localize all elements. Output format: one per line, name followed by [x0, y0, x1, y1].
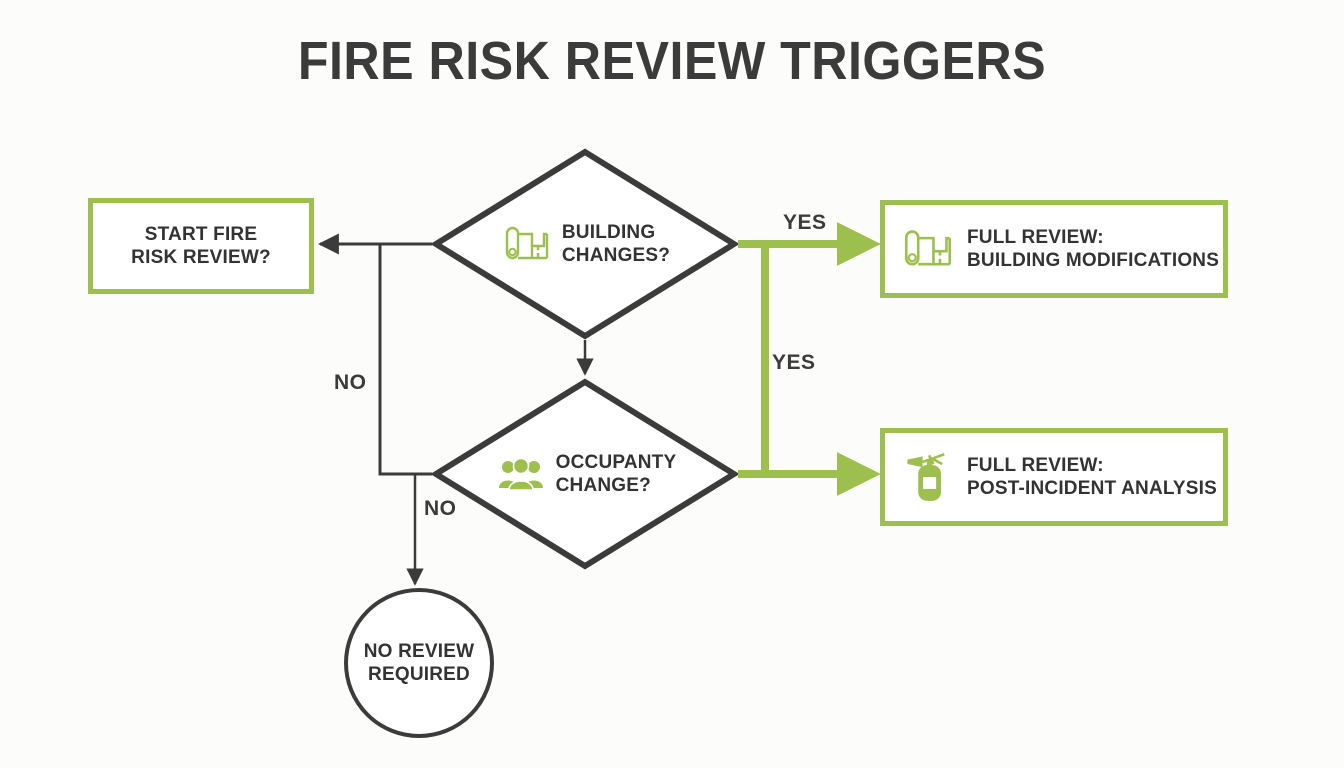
page-title: FIRE RISK REVIEW TRIGGERS — [297, 31, 1047, 91]
outcome-incident-label: FULL REVIEW: POST-INCIDENT ANALYSIS — [967, 454, 1218, 499]
decision-occupancy-label: OCCUPANTY CHANGE? — [555, 451, 677, 496]
decision-building-label: BUILDING CHANGES? — [561, 221, 671, 266]
fire-extinguisher-icon — [899, 451, 957, 503]
node-start-fire-risk-review[interactable]: START FIRE RISK REVIEW? — [88, 198, 314, 294]
edge-label-yes-occupancy: YES — [772, 351, 816, 374]
outcome-building-label: FULL REVIEW: BUILDING MODIFICATIONS — [967, 226, 1220, 271]
people-group-icon — [494, 457, 548, 491]
no-review-label: NO REVIEW REQUIRED — [363, 640, 475, 685]
diamond-shape — [432, 378, 738, 570]
edge-building-no — [378, 244, 432, 476]
edge-label-no-occupancy: NO — [424, 497, 457, 520]
diamond-shape — [432, 148, 738, 340]
node-no-review-required[interactable]: NO REVIEW REQUIRED — [344, 588, 494, 738]
start-label: START FIRE RISK REVIEW? — [131, 223, 271, 268]
blueprint-icon — [500, 224, 554, 264]
node-decision-occupancy-change[interactable]: OCCUPANTY CHANGE? — [432, 378, 738, 570]
node-outcome-building-modifications[interactable]: FULL REVIEW: BUILDING MODIFICATIONS — [880, 200, 1228, 298]
node-outcome-post-incident-analysis[interactable]: FULL REVIEW: POST-INCIDENT ANALYSIS — [880, 428, 1228, 526]
edge-label-no-building: NO — [334, 371, 367, 394]
node-decision-building-changes[interactable]: BUILDING CHANGES? — [432, 148, 738, 340]
edge-label-yes-building: YES — [783, 211, 827, 234]
blueprint-icon — [899, 227, 957, 271]
